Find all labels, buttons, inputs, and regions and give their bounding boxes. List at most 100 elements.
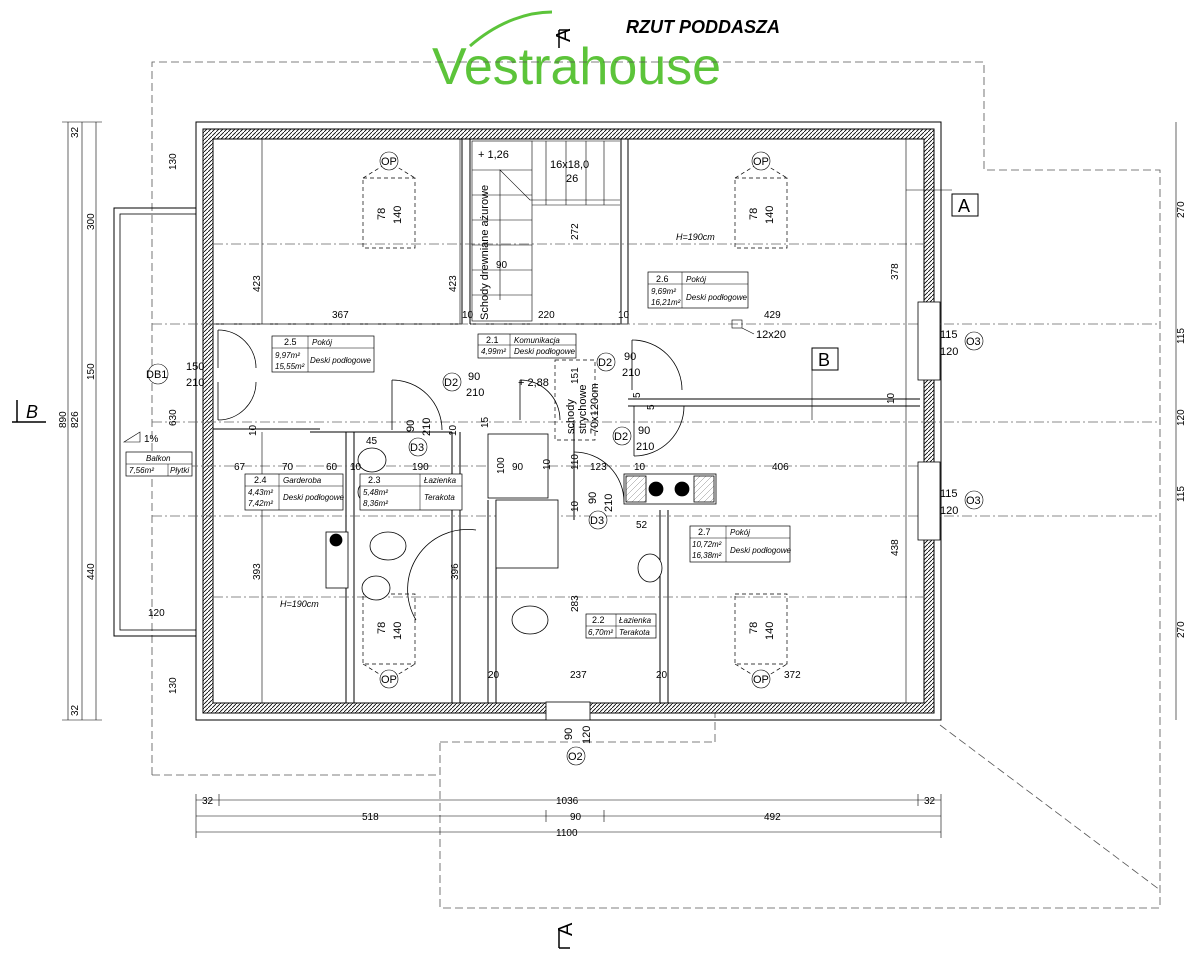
skylight-label-op: OP 78 140: [748, 622, 776, 689]
dimension-label: 110: [570, 454, 581, 470]
svg-text:16,38m²: 16,38m²: [692, 551, 722, 560]
dimension-label: 120: [148, 608, 165, 619]
dimension-label: 378: [890, 263, 901, 280]
svg-text:4,99m²: 4,99m²: [481, 347, 506, 356]
dimension-label: 220: [538, 310, 555, 321]
svg-text:1%: 1%: [144, 434, 159, 445]
svg-text:210: 210: [622, 367, 640, 379]
dimension-label: 1100: [556, 828, 578, 839]
svg-text:OP: OP: [753, 674, 769, 686]
dimension-label: 32: [202, 796, 214, 807]
windows: [545, 301, 941, 721]
dimension-label: 396: [450, 563, 461, 580]
svg-text:OP: OP: [381, 156, 397, 168]
svg-text:140: 140: [764, 622, 776, 640]
dimension-label: 100: [496, 457, 507, 474]
svg-text:O3: O3: [966, 495, 981, 507]
balcony-slope: 1%: [122, 431, 159, 445]
bottom-dimension-lines: [195, 794, 942, 838]
dimension-label: 372: [784, 670, 801, 681]
room-tag-2-6: 2.6 Pokój 9,69m² 16,21m² Deski podłogowe: [647, 271, 749, 309]
door-label-db1: DB1 150 210: [146, 361, 204, 389]
svg-text:210: 210: [186, 377, 204, 389]
ceiling-height-label: H=190cm: [676, 232, 715, 242]
door-label-d2: D2 90 210: [596, 351, 640, 379]
room-divider-lines: [261, 139, 907, 703]
svg-text:B: B: [26, 402, 38, 422]
svg-text:OP: OP: [753, 156, 769, 168]
svg-text:78: 78: [748, 622, 760, 634]
dimension-label: 45: [366, 436, 378, 447]
svg-text:Terakota: Terakota: [424, 493, 455, 502]
dimension-label: 270: [1176, 621, 1186, 638]
svg-text:15,55m²: 15,55m²: [275, 362, 305, 371]
dimension-label: 826: [70, 411, 81, 428]
dimension-label: 423: [448, 275, 459, 292]
dimension-label: 10: [350, 462, 362, 473]
door-label-d3: D3 90 210: [587, 492, 615, 530]
dimension-label: 10: [886, 392, 897, 404]
dimension-label: 890: [58, 411, 69, 428]
svg-text:78: 78: [376, 208, 388, 220]
bottom-dimensions: 32 1036 32 518 90 492 1100: [202, 796, 936, 839]
svg-text:strychowe: strychowe: [577, 384, 589, 434]
dimension-label: 130: [168, 153, 179, 170]
svg-text:115: 115: [940, 488, 958, 500]
svg-text:90: 90: [405, 420, 417, 432]
window-label-o3: O3 115 120: [940, 488, 984, 517]
svg-text:7,56m²: 7,56m²: [129, 466, 154, 475]
dimension-label: 492: [764, 812, 781, 823]
svg-text:+ 1,26: + 1,26: [478, 149, 509, 161]
svg-text:210: 210: [421, 418, 433, 436]
svg-text:Terakota: Terakota: [619, 628, 650, 637]
section-marker-a-bottom: A: [555, 922, 577, 949]
svg-text:90: 90: [624, 351, 636, 363]
dimension-label: 130: [168, 677, 179, 694]
dimension-label: 1036: [556, 796, 579, 807]
dimension-label: 20: [488, 670, 500, 681]
svg-text:10,72m²: 10,72m²: [692, 540, 722, 549]
door-label-d2: D2 90 210: [612, 425, 654, 453]
svg-text:DB1: DB1: [146, 369, 167, 381]
logo-swoosh: [469, 10, 553, 48]
dimension-label: 440: [86, 563, 97, 580]
stairs: [471, 140, 620, 322]
svg-text:Deski podłogowe: Deski podłogowe: [686, 293, 747, 302]
dimension-label: 518: [362, 812, 379, 823]
svg-text:8,36m²: 8,36m²: [363, 499, 388, 508]
dimension-label: 272: [570, 223, 581, 240]
svg-text:Komunikacja: Komunikacja: [514, 336, 560, 345]
dimension-label: 151: [570, 367, 581, 384]
svg-text:90: 90: [468, 371, 480, 383]
dimension-label: 630: [168, 409, 179, 426]
opening-labels: DB1 150 210 D2 90 210 D2 90 210 D2 90 21…: [146, 151, 984, 766]
svg-text:12x20: 12x20: [756, 329, 786, 341]
svg-text:150: 150: [186, 361, 204, 373]
dimension-label: 70: [282, 462, 294, 473]
dimension-label: 60: [326, 462, 338, 473]
svg-text:Deski podłogowe: Deski podłogowe: [310, 356, 371, 365]
room-tag-2-7: 2.7 Pokój 10,72m² 16,38m² Deski podłogow…: [689, 525, 791, 563]
svg-text:6,70m²: 6,70m²: [588, 628, 613, 637]
svg-text:Pokój: Pokój: [686, 275, 706, 284]
dimension-label: 367: [332, 310, 349, 321]
dimension-label: 120: [1176, 409, 1186, 426]
svg-text:D2: D2: [598, 357, 612, 369]
svg-text:2.2: 2.2: [592, 615, 605, 625]
dimension-label: 237: [570, 670, 587, 681]
right-dimensions: 270 115 120 115 270: [1176, 201, 1186, 638]
dimension-label: 150: [86, 363, 97, 380]
dimension-label: 393: [252, 563, 263, 580]
svg-text:210: 210: [466, 387, 484, 399]
svg-text:B: B: [818, 350, 830, 370]
vent-duct: 12x20: [731, 319, 786, 341]
doors: [217, 329, 685, 621]
dimension-label: 300: [86, 213, 97, 230]
svg-text:210: 210: [636, 441, 654, 453]
room-tag-balkon: Balkon 7,56m² Płytki: [125, 451, 193, 477]
dimension-label: 15: [480, 416, 491, 428]
skylight-label-op: OP 78 140: [376, 151, 404, 224]
dimension-label: 10: [448, 424, 459, 436]
svg-text:schody: schody: [565, 399, 577, 434]
dimension-label: 10: [634, 462, 646, 473]
